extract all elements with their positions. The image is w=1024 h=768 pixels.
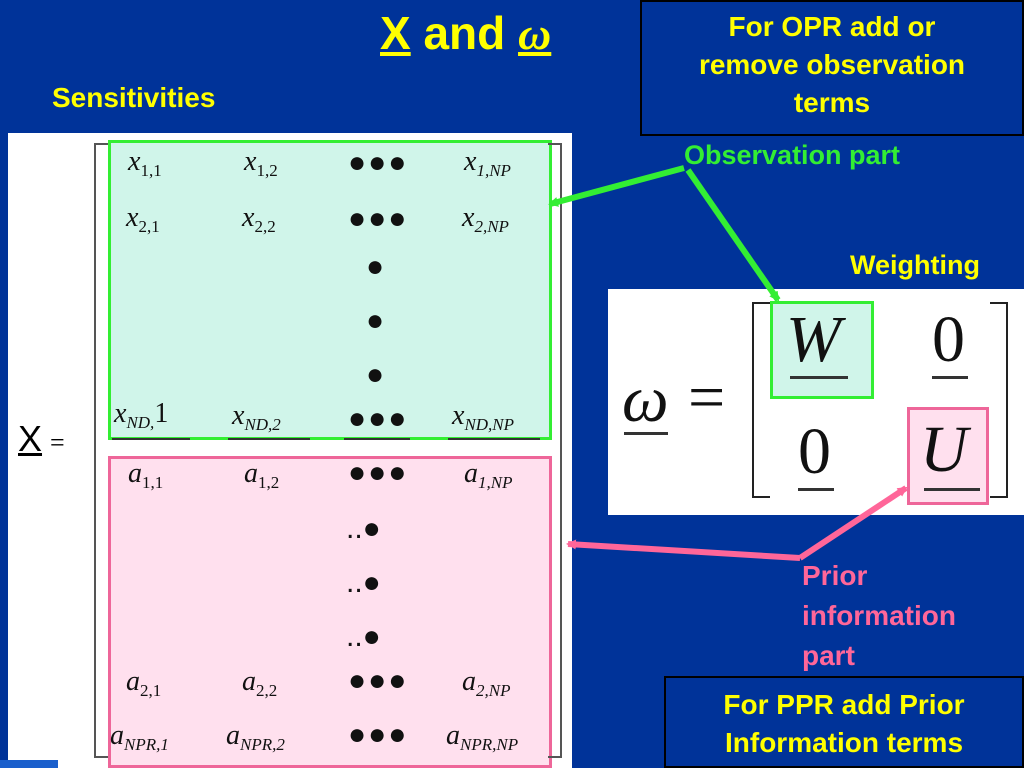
- weight-equals: =: [688, 361, 726, 434]
- vertical-ellipsis-dot: ●: [366, 250, 385, 283]
- weight-zero-top: 0: [932, 303, 965, 376]
- ppr-note-line2: Information terms: [724, 727, 964, 758]
- matrix-cell: a2,NP: [462, 666, 511, 700]
- equals-sign: =: [50, 428, 65, 457]
- weight-observation-box: [770, 301, 874, 399]
- matrix-cell: x1,2: [244, 146, 278, 180]
- partition-line: [448, 438, 540, 440]
- matrix-cell: x1,NP: [464, 146, 511, 180]
- vertical-ellipsis-dot: ..●: [346, 512, 381, 545]
- vertical-ellipsis-dot: ●: [366, 304, 385, 337]
- matrix-cell: x2,1: [126, 202, 160, 236]
- weight-zero-bottom: 0: [798, 415, 831, 488]
- sensitivities-label: Sensitivities: [52, 82, 216, 113]
- vertical-ellipsis-dot: ..●: [346, 566, 381, 599]
- matrix-cell: a2,1: [126, 666, 162, 700]
- x-equals: X=: [18, 418, 65, 460]
- vertical-ellipsis-dot: ●: [366, 358, 385, 391]
- weighting-label: Weighting: [850, 250, 980, 280]
- opr-note-line1: For OPR add or: [728, 11, 936, 42]
- title-x: X: [380, 7, 411, 59]
- matrix-cell: x1,1: [128, 146, 162, 180]
- horizontal-ellipsis: ●●●: [348, 146, 409, 179]
- opr-note-box: For OPR add or remove observation terms: [640, 0, 1024, 136]
- horizontal-ellipsis: ●●●: [348, 456, 409, 489]
- arrow-to-prior-matrix: [566, 539, 801, 561]
- ppr-note-box: For PPR add Prior Information terms: [664, 676, 1024, 768]
- observation-part-box: [108, 140, 552, 440]
- vertical-ellipsis-dot: ..●: [346, 620, 381, 653]
- weight-right-bracket: [990, 302, 1008, 498]
- x-symbol: X: [18, 418, 43, 459]
- matrix-cell: a1,1: [128, 458, 164, 492]
- weight-zero-underline: [932, 376, 968, 379]
- horizontal-ellipsis: ●●●: [348, 718, 409, 751]
- weight-w: W: [786, 303, 841, 376]
- omega-symbol: ω: [622, 363, 669, 436]
- matrix-right-bracket: [548, 143, 562, 758]
- opr-note-line3: terms: [793, 87, 871, 118]
- partition-line: [228, 438, 310, 440]
- matrix-cell: x2,NP: [462, 202, 509, 236]
- prior-information-label: Prior information part: [802, 560, 956, 671]
- matrix-cell: a2,2: [242, 666, 278, 700]
- title-and: and: [423, 7, 506, 59]
- pink-arrows: [566, 485, 908, 561]
- arrow-to-u: [798, 485, 908, 561]
- matrix-cell: a1,2: [244, 458, 280, 492]
- weight-u: U: [920, 413, 968, 486]
- matrix-cell: x2,2: [242, 202, 276, 236]
- matrix-cell: a1,NP: [464, 458, 513, 492]
- matrix-cell: xND,1: [114, 398, 169, 432]
- arrow-to-w: [685, 168, 781, 302]
- weight-left-bracket: [752, 302, 770, 498]
- slide-title: X and ω: [380, 6, 551, 60]
- observation-part-label: Observation part: [684, 140, 901, 170]
- matrix-cell: xND,NP: [452, 400, 515, 434]
- horizontal-ellipsis: ●●●: [348, 202, 409, 235]
- partition-line: [344, 438, 410, 440]
- arrow-to-observation-matrix: [548, 165, 685, 207]
- horizontal-ellipsis: ●●●: [348, 402, 409, 435]
- prior-part-box: [108, 456, 552, 768]
- weight-u-underline: [924, 488, 980, 491]
- matrix-cell: xND,2: [232, 400, 281, 434]
- horizontal-ellipsis: ●●●: [348, 664, 409, 697]
- matrix-cell: aNPR,1: [110, 720, 169, 754]
- opr-note-line2: remove observation: [698, 49, 966, 80]
- green-arrows: [548, 165, 781, 302]
- slide-corner-mark: [0, 760, 58, 768]
- ppr-note-line1: For PPR add Prior: [723, 689, 965, 720]
- matrix-cell: aNPR,2: [226, 720, 285, 754]
- weight-zero-underline: [798, 488, 834, 491]
- matrix-left-bracket: [94, 143, 108, 758]
- title-omega: ω: [518, 8, 552, 59]
- omega-underline: [624, 432, 668, 435]
- partition-line: [112, 438, 190, 440]
- matrix-cell: aNPR,NP: [446, 720, 519, 754]
- weight-w-underline: [790, 376, 848, 379]
